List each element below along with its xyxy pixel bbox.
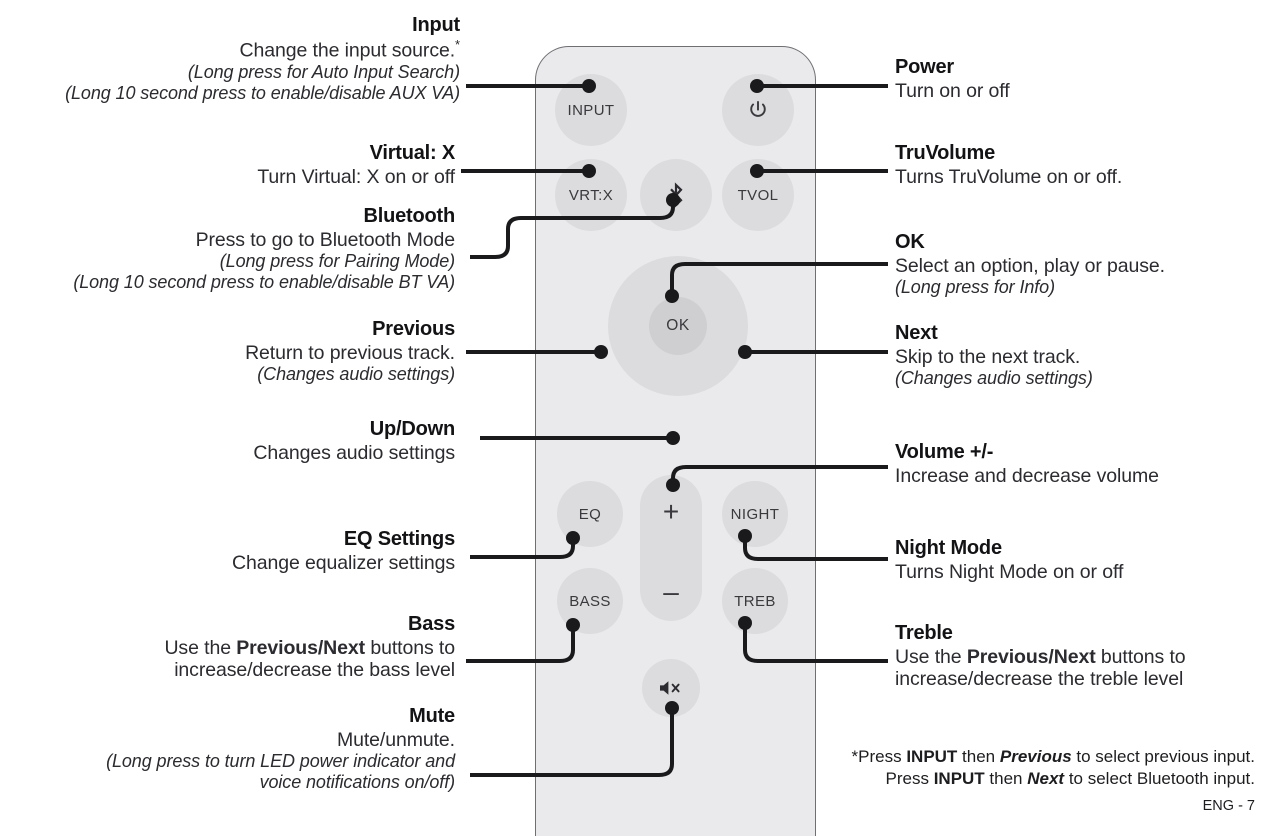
callout-ok-title: OK xyxy=(895,231,925,253)
callout-virtual-x-title: Virtual: X xyxy=(369,142,456,164)
callout-truvolume: TruVolume Turns TruVolume on or off. xyxy=(895,142,1280,188)
callout-input-note2: (Long 10 second press to enable/disable … xyxy=(65,82,460,103)
remote-volume-rocker[interactable]: + – xyxy=(640,475,702,621)
footnote-line-2: Press INPUT then Next to select Bluetoot… xyxy=(885,769,1256,789)
callout-mute: Mute Mute/unmute. (Long press to turn LE… xyxy=(0,705,455,793)
remote-button-treble-label: TREB xyxy=(734,592,776,610)
remote-button-eq-label: EQ xyxy=(578,505,602,523)
callout-volume-title: Volume +/- xyxy=(895,441,994,463)
callout-bluetooth-note1: (Long press for Pairing Mode) xyxy=(219,251,455,272)
remote-control-body: INPUT VRT:X TVOL xyxy=(535,46,816,836)
remote-button-input[interactable]: INPUT xyxy=(555,74,627,146)
callout-mute-note2: voice notifications on/off) xyxy=(259,772,456,793)
footnote: *Press INPUT then Previous to select pre… xyxy=(800,746,1255,790)
callout-bass-desc-line1: Use the Previous/Next buttons to xyxy=(164,637,455,659)
remote-button-virtual-x[interactable]: VRT:X xyxy=(555,159,627,231)
callout-bass-title: Bass xyxy=(407,613,455,635)
callout-bluetooth-title: Bluetooth xyxy=(363,205,455,227)
remote-button-ok[interactable]: OK xyxy=(649,297,707,355)
callout-ok: OK Select an option, play or pause. (Lon… xyxy=(895,231,1280,298)
callout-volume: Volume +/- Increase and decrease volume xyxy=(895,441,1280,487)
callout-input-desc: Change the input source.* xyxy=(239,37,461,62)
callout-power-title: Power xyxy=(895,56,955,78)
remote-button-bluetooth[interactable] xyxy=(640,159,712,231)
callout-bass: Bass Use the Previous/Next buttons to in… xyxy=(0,613,455,682)
callout-eq-settings-title: EQ Settings xyxy=(343,528,455,550)
callout-ok-desc: Select an option, play or pause. xyxy=(895,255,1165,277)
remote-button-night[interactable]: NIGHT xyxy=(722,481,788,547)
power-icon xyxy=(747,99,769,121)
callout-night-mode-desc: Turns Night Mode on or off xyxy=(895,561,1124,583)
remote-button-truvolume[interactable]: TVOL xyxy=(722,159,794,231)
callout-eq-settings-desc: Change equalizer settings xyxy=(232,552,455,574)
remote-button-virtual-x-label: VRT:X xyxy=(568,186,614,204)
remote-button-treble[interactable]: TREB xyxy=(722,568,788,634)
callout-power-desc: Turn on or off xyxy=(895,80,1010,102)
callout-up-down: Up/Down Changes audio settings xyxy=(0,418,455,464)
callout-mute-title: Mute xyxy=(409,705,455,727)
mute-icon xyxy=(658,679,684,697)
remote-button-bass[interactable]: BASS xyxy=(557,568,623,634)
callout-treble-title: Treble xyxy=(895,622,953,644)
callout-virtual-x-desc: Turn Virtual: X on or off xyxy=(257,166,455,188)
callout-mute-note1: (Long press to turn LED power indicator … xyxy=(106,751,455,772)
remote-button-input-label: INPUT xyxy=(567,101,615,119)
remote-button-night-label: NIGHT xyxy=(730,505,780,523)
callout-bluetooth: Bluetooth Press to go to Bluetooth Mode … xyxy=(0,205,455,293)
callout-up-down-title: Up/Down xyxy=(369,418,455,440)
callout-volume-desc: Increase and decrease volume xyxy=(895,465,1159,487)
callout-previous-title: Previous xyxy=(372,318,455,340)
callout-virtual-x: Virtual: X Turn Virtual: X on or off xyxy=(0,142,455,188)
callout-previous-note1: (Changes audio settings) xyxy=(257,364,455,385)
callout-night-mode-title: Night Mode xyxy=(895,537,1002,559)
remote-button-mute[interactable] xyxy=(642,659,700,717)
footnote-line-1: *Press INPUT then Previous to select pre… xyxy=(851,747,1255,766)
callout-ok-note1: (Long press for Info) xyxy=(895,277,1055,298)
callout-night-mode: Night Mode Turns Night Mode on or off xyxy=(895,537,1280,583)
callout-bass-desc-line2: increase/decrease the bass level xyxy=(174,659,455,682)
callout-treble-desc-line1: Use the Previous/Next buttons to xyxy=(895,646,1186,668)
callout-truvolume-title: TruVolume xyxy=(895,142,996,164)
callout-truvolume-desc: Turns TruVolume on or off. xyxy=(895,166,1123,188)
remote-button-ok-label: OK xyxy=(666,317,690,334)
callout-mute-desc: Mute/unmute. xyxy=(336,729,455,751)
page-number: ENG - 7 xyxy=(1202,798,1255,814)
remote-button-truvolume-label: TVOL xyxy=(737,186,779,204)
callout-power: Power Turn on or off xyxy=(895,56,1280,102)
remote-button-volume-down[interactable]: – xyxy=(663,576,679,607)
remote-button-eq[interactable]: EQ xyxy=(557,481,623,547)
callout-next-note1: (Changes audio settings) xyxy=(895,368,1093,389)
callout-bluetooth-desc: Press to go to Bluetooth Mode xyxy=(195,229,456,251)
callout-treble-desc-line2: increase/decrease the treble level xyxy=(895,668,1184,691)
callout-next-title: Next xyxy=(895,322,938,344)
callout-next-desc: Skip to the next track. xyxy=(895,346,1081,368)
callout-previous-desc: Return to previous track. xyxy=(245,342,455,364)
remote-button-power[interactable] xyxy=(722,74,794,146)
callout-input-title: Input xyxy=(412,14,460,36)
callout-up-down-desc: Changes audio settings xyxy=(253,442,455,464)
callout-input-note1: (Long press for Auto Input Search) xyxy=(187,61,460,82)
callout-bluetooth-note2: (Long 10 second press to enable/disable … xyxy=(73,272,455,293)
bluetooth-icon xyxy=(667,182,685,208)
remote-button-bass-label: BASS xyxy=(569,592,611,610)
callout-eq-settings: EQ Settings Change equalizer settings xyxy=(0,528,455,574)
callout-treble: Treble Use the Previous/Next buttons to … xyxy=(895,622,1280,691)
callout-previous: Previous Return to previous track. (Chan… xyxy=(0,318,455,385)
remote-button-volume-up[interactable]: + xyxy=(662,496,680,527)
callout-input: Input Change the input source.* (Long pr… xyxy=(0,14,460,103)
callout-next: Next Skip to the next track. (Changes au… xyxy=(895,322,1280,389)
